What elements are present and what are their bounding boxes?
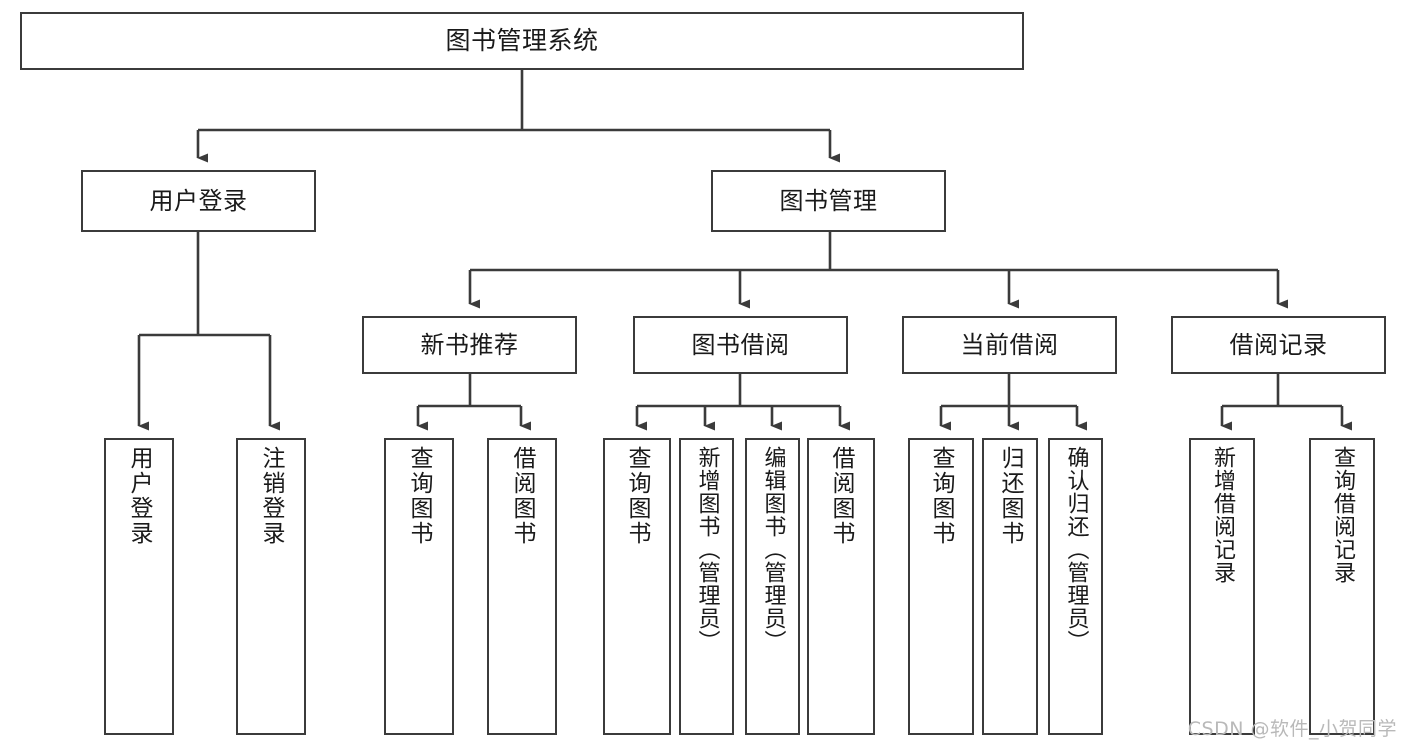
leaf-book-borrow-edit-book-admin[interactable]: 编辑图书（管理员） [745,438,800,735]
node-label: 借阅记录 [1229,330,1328,359]
node-label: 查询图书 [406,446,433,546]
leaf-book-borrow-borrow-book[interactable]: 借阅图书 [807,438,875,735]
node-label: 图书管理 [779,186,878,215]
node-label: 图书管理系统 [445,26,599,56]
node-current-borrow[interactable]: 当前借阅 [902,316,1117,374]
node-label: 用户登录 [126,446,153,546]
leaf-user-login-logout[interactable]: 注销登录 [236,438,306,735]
leaf-current-borrow-query-book[interactable]: 查询图书 [908,438,974,735]
node-label: 确认归还（管理员） [1063,446,1089,653]
node-root-system[interactable]: 图书管理系统 [20,12,1024,70]
node-label: 新书推荐 [420,330,519,359]
node-label: 用户登录 [149,186,248,215]
node-label: 编辑图书（管理员） [760,446,786,653]
leaf-new-book-query-book[interactable]: 查询图书 [384,438,454,735]
csdn-watermark: CSDN @软件_小贺同学 [1187,718,1397,740]
node-label: 新增借阅记录 [1209,446,1235,584]
leaf-new-book-borrow-book[interactable]: 借阅图书 [487,438,557,735]
leaf-borrow-record-add-record[interactable]: 新增借阅记录 [1189,438,1255,735]
node-label: 注销登录 [258,446,285,546]
leaf-current-borrow-confirm-return-admin[interactable]: 确认归还（管理员） [1048,438,1103,735]
node-label: 借阅图书 [509,446,536,546]
node-label: 新增图书（管理员） [694,446,720,653]
node-label: 查询图书 [624,446,651,546]
leaf-borrow-record-query-record[interactable]: 查询借阅记录 [1309,438,1375,735]
node-label: 图书借阅 [691,330,790,359]
node-label: 当前借阅 [960,330,1059,359]
node-label: 借阅图书 [828,446,855,546]
node-label: 查询借阅记录 [1329,446,1355,584]
leaf-user-login-login[interactable]: 用户登录 [104,438,174,735]
leaf-current-borrow-return-book[interactable]: 归还图书 [982,438,1038,735]
node-book-management[interactable]: 图书管理 [711,170,946,232]
node-user-login[interactable]: 用户登录 [81,170,316,232]
node-borrow-record[interactable]: 借阅记录 [1171,316,1386,374]
leaf-book-borrow-add-book-admin[interactable]: 新增图书（管理员） [679,438,734,735]
node-label: 查询图书 [928,446,955,546]
node-new-book-recommend[interactable]: 新书推荐 [362,316,577,374]
node-book-borrow[interactable]: 图书借阅 [633,316,848,374]
node-label: 归还图书 [997,446,1024,546]
leaf-book-borrow-query-book[interactable]: 查询图书 [603,438,671,735]
